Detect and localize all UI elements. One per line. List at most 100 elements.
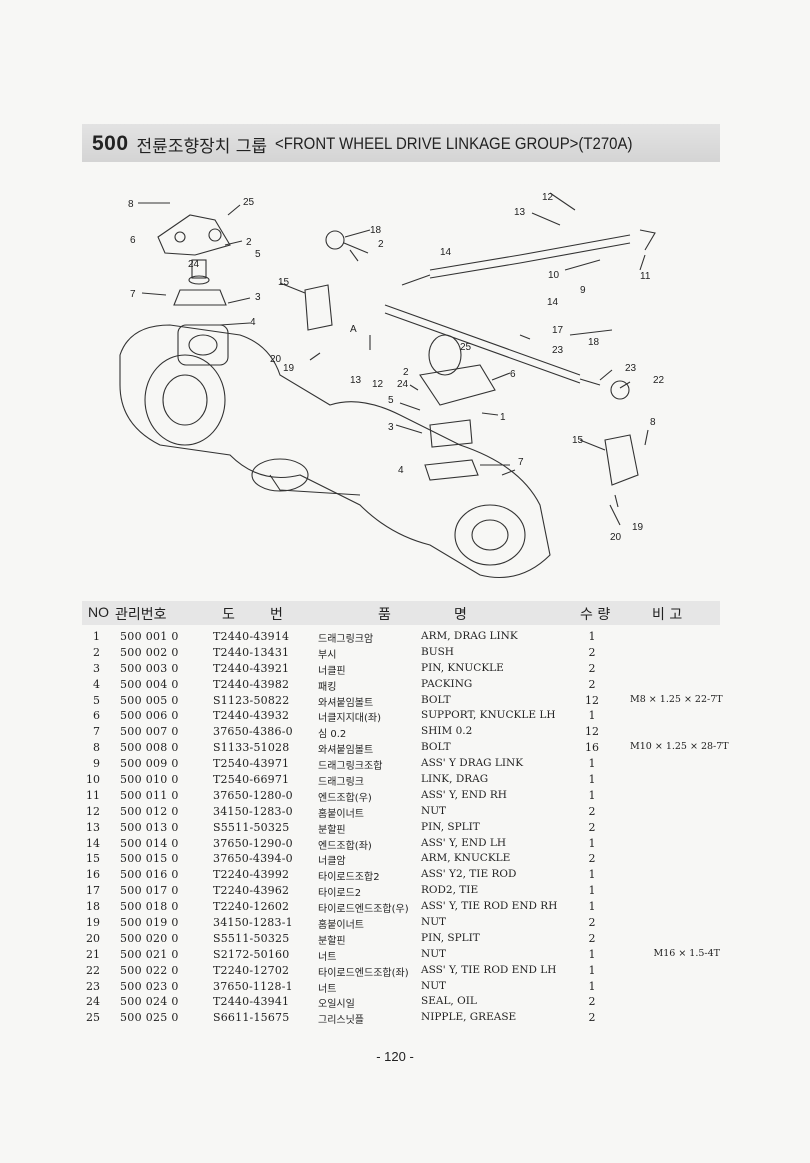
row-number: 6	[93, 709, 100, 723]
diagram-callout: 19	[283, 363, 295, 374]
part-number: S1133-51028	[213, 741, 290, 755]
diagram-callout: 13	[514, 207, 526, 218]
mgmt-number: 500 022 0	[120, 963, 179, 977]
part-number: 37650-1128-1	[213, 979, 293, 993]
part-name-english: PIN, SPLIT	[421, 931, 480, 944]
part-number: T2440-43914	[213, 630, 290, 643]
diagram-callout: 11	[640, 271, 651, 282]
remarks: M10 × 1.25 × 28-7T	[630, 741, 729, 753]
part-name-english: SHIM 0.2	[421, 725, 473, 738]
page-number: - 120 -	[376, 1049, 414, 1064]
quantity: 2	[588, 661, 596, 675]
mgmt-number: 500 014 0	[120, 836, 179, 850]
part-number: 37650-4386-0	[213, 725, 293, 739]
diagram-callout: 23	[625, 363, 637, 374]
diagram-callout: 6	[510, 369, 516, 380]
mgmt-number: 500 025 0	[120, 1011, 179, 1025]
part-name-korean: 엔드조합(우)	[318, 792, 372, 804]
mgmt-number: 500 019 0	[120, 916, 179, 930]
mgmt-number: 500 020 0	[120, 931, 179, 945]
exploded-parts-diagram: 8 25 6 2 24 5 7 3 4 18 2 15 14 12 13 10 …	[100, 175, 710, 590]
row-number: 23	[86, 979, 100, 993]
row-number: 13	[86, 820, 100, 834]
part-name-english: NUT	[421, 979, 447, 992]
part-name-english: LINK, DRAG	[421, 773, 489, 786]
header-name-a: 품	[378, 607, 391, 623]
row-number: 25	[86, 1011, 100, 1025]
part-name-korean: 홈붙이너트	[318, 920, 364, 932]
mgmt-number: 500 018 0	[120, 900, 179, 914]
part-name-korean: 너트	[318, 951, 337, 963]
row-number: 3	[93, 661, 100, 675]
remarks: M8 × 1.25 × 22-7T	[630, 693, 723, 705]
mgmt-number: 500 003 0	[120, 661, 179, 675]
row-number: 12	[86, 804, 100, 818]
quantity: 1	[588, 947, 596, 961]
part-name-korean: 드래그링크암	[318, 634, 374, 645]
part-number: T2440-13431	[213, 645, 290, 659]
part-name-korean: 타이로드2	[318, 888, 362, 900]
part-number: T2440-43941	[213, 995, 290, 1009]
diagram-callout: 14	[547, 297, 559, 308]
part-name-english: BUSH	[421, 645, 454, 658]
part-number: 34150-1283-0	[213, 804, 293, 818]
quantity: 2	[588, 995, 596, 1009]
diagram-callout: 23	[552, 345, 564, 356]
diagram-callout: 7	[518, 457, 524, 468]
quantity: 1	[588, 773, 596, 787]
part-name-korean: 타이로드엔드조합(좌)	[318, 967, 409, 979]
part-name-korean: 패킹	[318, 681, 337, 693]
row-number: 21	[86, 947, 100, 961]
part-number: S5511-50325	[213, 820, 290, 834]
diagram-callout: 2	[246, 237, 252, 248]
part-name-english: PACKING	[421, 677, 473, 690]
part-number: 37650-1280-0	[213, 788, 293, 802]
parts-table-header: NO 관리번호 도 번 품 명 수 량 비 고	[82, 601, 720, 625]
diagram-callout: 25	[243, 197, 255, 208]
header-part-number-b: 번	[270, 607, 283, 623]
part-name-english: ASS' Y, END RH	[421, 788, 507, 801]
part-name-english: ASS' Y2, TIE ROD	[421, 868, 517, 881]
section-title-english: <FRONT WHEEL DRIVE LINKAGE GROUP>(T270A)	[275, 134, 633, 153]
row-number: 8	[93, 741, 100, 755]
part-number: S6611-15675	[213, 1011, 290, 1025]
diagram-callout: 3	[388, 422, 394, 433]
part-name-korean: 너클핀	[318, 665, 346, 677]
diagram-callout: 15	[572, 435, 584, 446]
header-remarks: 비 고	[652, 607, 683, 623]
diagram-callout: 12	[372, 379, 384, 390]
quantity: 12	[585, 725, 599, 739]
mgmt-number: 500 001 0	[120, 630, 179, 643]
part-name-korean: 너클지지대(좌)	[318, 713, 382, 725]
part-name-korean: 타이로드조합2	[318, 872, 380, 884]
diagram-callout: 24	[397, 379, 409, 390]
diagram-callout: 10	[548, 270, 560, 281]
part-name-english: SUPPORT, KNUCKLE LH	[421, 709, 556, 722]
row-number: 19	[86, 916, 100, 930]
mgmt-number: 500 007 0	[120, 725, 179, 739]
part-number: T2440-43921	[213, 661, 290, 675]
part-name-english: BOLT	[421, 693, 451, 706]
diagram-callout: 19	[632, 522, 644, 533]
part-name-english: SEAL, OIL	[421, 995, 477, 1008]
quantity: 12	[585, 693, 599, 707]
diagram-callout: 4	[398, 465, 404, 476]
part-name-korean: 엔드조합(좌)	[318, 840, 372, 852]
part-name-english: ASS' Y, TIE ROD END LH	[421, 963, 557, 976]
part-name-english: ASS' Y DRAG LINK	[421, 757, 524, 770]
part-name-english: ARM, KNUCKLE	[421, 852, 511, 865]
mgmt-number: 500 017 0	[120, 884, 179, 898]
diagram-callout: 17	[552, 325, 564, 336]
mgmt-number: 500 016 0	[120, 868, 179, 882]
